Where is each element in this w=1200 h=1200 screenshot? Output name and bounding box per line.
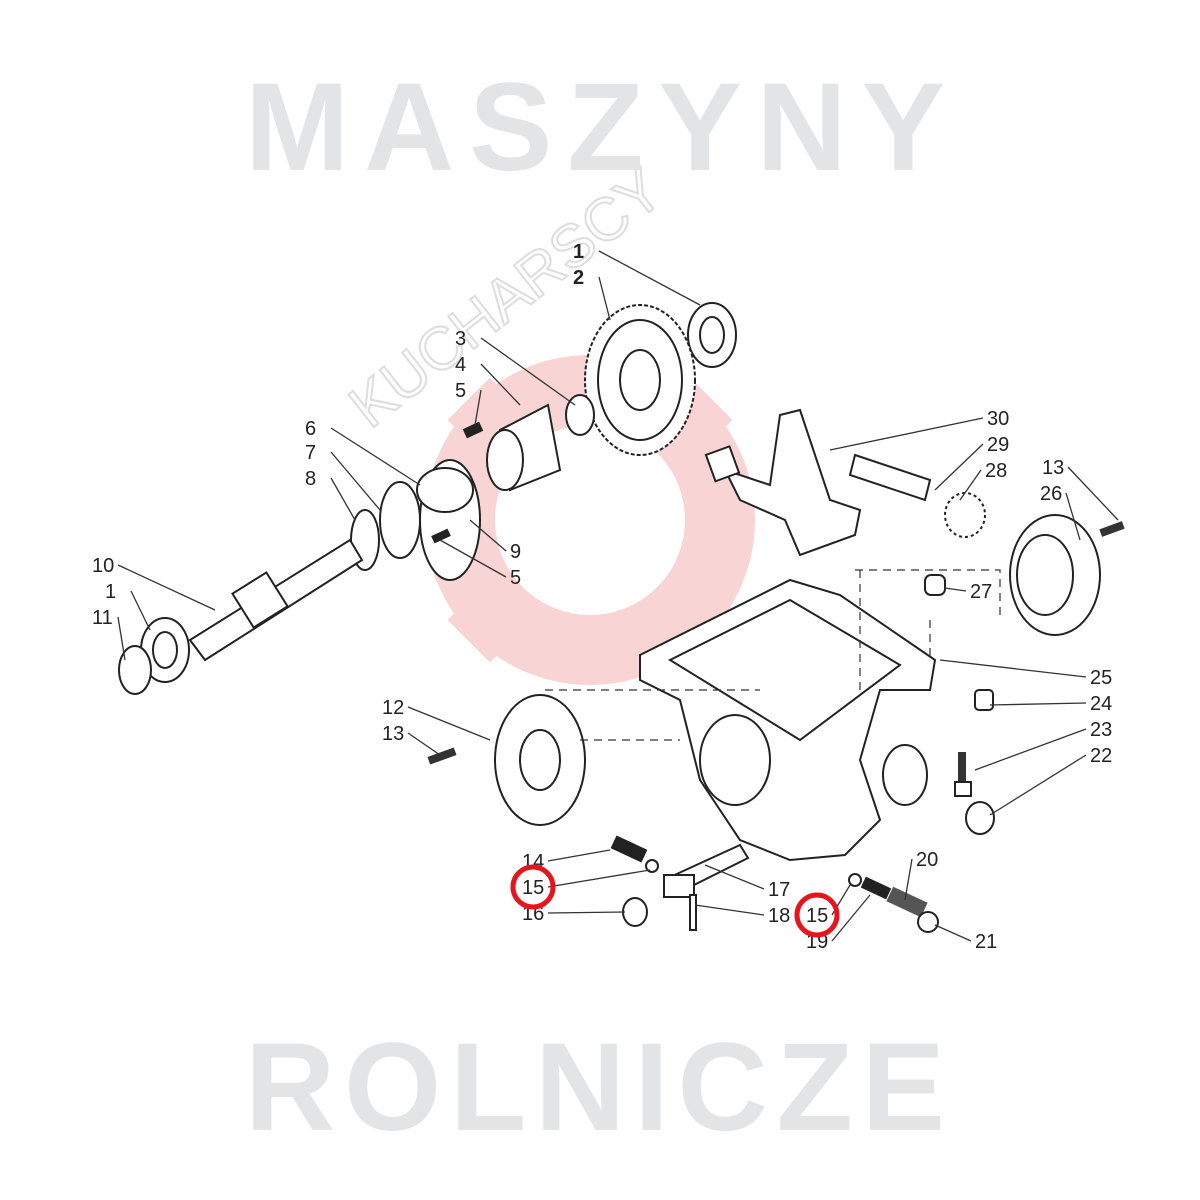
leader-line bbox=[904, 858, 913, 901]
leader-line bbox=[934, 443, 984, 491]
part-label-2: 2 bbox=[573, 267, 584, 289]
part-label-27: 27 bbox=[970, 581, 992, 603]
leader-line bbox=[831, 894, 871, 942]
leader-line bbox=[439, 539, 507, 578]
part-label-20: 20 bbox=[916, 849, 938, 871]
leader-line bbox=[1065, 492, 1081, 541]
highlight-circles bbox=[510, 864, 840, 938]
part-label-25: 25 bbox=[1090, 667, 1112, 689]
part-label-7: 7 bbox=[305, 442, 316, 464]
part-label-28: 28 bbox=[985, 460, 1007, 482]
washer-7 bbox=[379, 481, 421, 559]
leader-line bbox=[694, 904, 765, 916]
leader-line bbox=[598, 276, 611, 321]
part-label-9: 9 bbox=[510, 541, 521, 563]
watermark-maszyny: MASZYNY bbox=[245, 58, 945, 197]
part-label-15: 15 bbox=[522, 877, 544, 899]
part-label-29: 29 bbox=[987, 434, 1009, 456]
part-label-15: 15 bbox=[806, 905, 828, 927]
leader-line bbox=[989, 702, 1087, 706]
part-label-12: 12 bbox=[382, 697, 404, 719]
part-label-22: 22 bbox=[1090, 745, 1112, 767]
washer bbox=[565, 394, 595, 436]
part-label-1: 1 bbox=[105, 581, 116, 603]
parts bbox=[118, 302, 1125, 933]
part-label-1: 1 bbox=[573, 241, 584, 263]
leader-line bbox=[547, 849, 611, 862]
leader-line bbox=[474, 389, 482, 426]
seal bbox=[118, 645, 152, 695]
leader-line bbox=[130, 590, 151, 631]
leader-line bbox=[989, 754, 1087, 816]
part-label-5: 5 bbox=[455, 380, 466, 402]
part-label-4: 4 bbox=[455, 354, 466, 376]
part-label-26: 26 bbox=[1040, 483, 1062, 505]
leader-line bbox=[944, 587, 967, 592]
leader-line bbox=[330, 477, 356, 521]
leader-line bbox=[939, 659, 1087, 678]
part-label-3: 3 bbox=[455, 328, 466, 350]
part-label-18: 18 bbox=[768, 905, 790, 927]
leader-line bbox=[480, 337, 576, 406]
leader-line bbox=[829, 417, 984, 451]
leader-line bbox=[547, 911, 626, 914]
leader-line bbox=[934, 924, 972, 942]
part-label-23: 23 bbox=[1090, 719, 1112, 741]
highlight-circle bbox=[510, 864, 556, 910]
leader-line bbox=[407, 706, 491, 741]
part-label-10: 10 bbox=[92, 555, 114, 577]
part-label-30: 30 bbox=[987, 408, 1009, 430]
part-label-13: 13 bbox=[1042, 457, 1064, 479]
highlight-circle bbox=[794, 892, 840, 938]
leader-line bbox=[469, 519, 507, 552]
leader-line bbox=[959, 469, 982, 501]
leader-line bbox=[407, 732, 441, 756]
part-label-11: 11 bbox=[92, 607, 113, 629]
leader-line bbox=[117, 564, 216, 611]
spring bbox=[944, 492, 986, 538]
part-label-21: 21 bbox=[975, 931, 997, 953]
leader-line bbox=[330, 427, 421, 486]
leader-line bbox=[974, 728, 1087, 771]
pin bbox=[462, 421, 484, 439]
part-label-24: 24 bbox=[1090, 693, 1112, 715]
watermark-rolnicze: ROLNICZE bbox=[245, 1018, 945, 1157]
part-label-5: 5 bbox=[510, 567, 521, 589]
part-label-6: 6 bbox=[305, 418, 316, 440]
leader-line bbox=[547, 869, 651, 888]
leader-line bbox=[480, 363, 521, 406]
leader-lines bbox=[117, 250, 1119, 942]
part-label-8: 8 bbox=[305, 468, 316, 490]
part-label-17: 17 bbox=[768, 879, 790, 901]
leader-line bbox=[330, 451, 381, 511]
leader-line bbox=[1067, 466, 1119, 521]
leader-line bbox=[704, 864, 765, 890]
shift-fork bbox=[723, 408, 862, 557]
part-label-13: 13 bbox=[382, 723, 404, 745]
leader-line bbox=[117, 616, 126, 661]
leader-line bbox=[598, 250, 701, 306]
